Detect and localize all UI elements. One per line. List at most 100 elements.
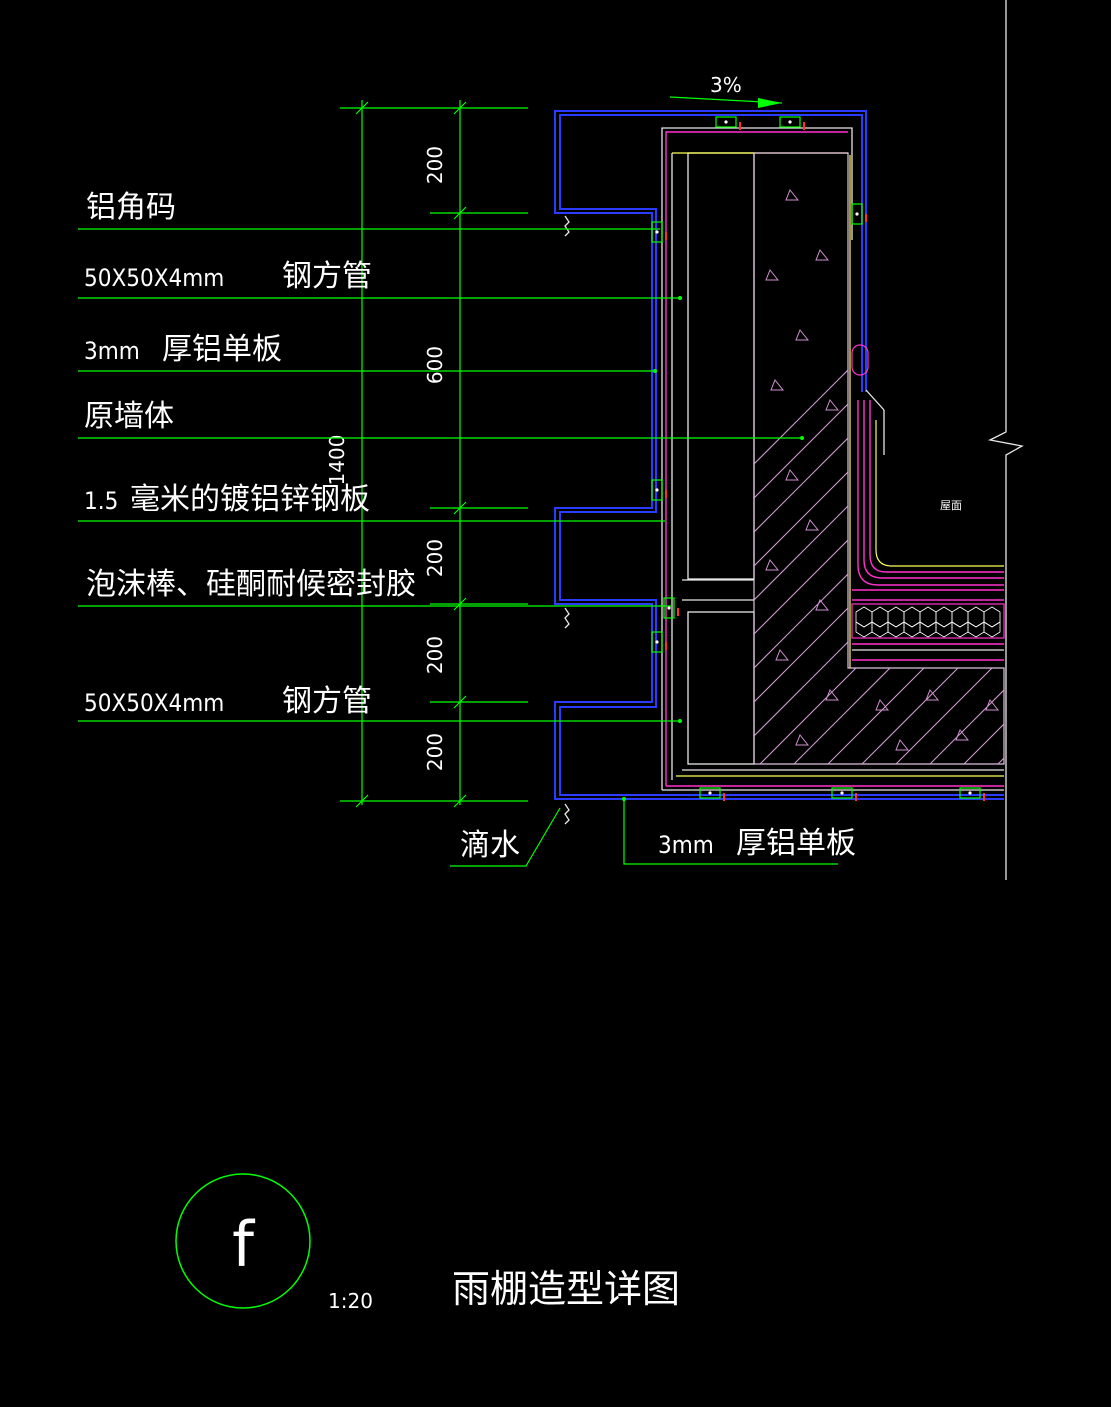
label-roof: 屋面 (940, 499, 962, 512)
wall-aggregate-mark (785, 189, 800, 201)
label-sealant: 泡沫棒、硅酮耐候密封胶 (86, 567, 416, 602)
label-aluminium-angle: 铝角码 (86, 190, 176, 225)
wall-aggregate-mark (925, 689, 940, 701)
clip-bolt (708, 791, 712, 795)
insulation-cell (983, 606, 1001, 628)
label-steel-tube-spec-1: 50X50X4mm (84, 264, 224, 292)
label-steel-tube-2: 钢方管 (282, 684, 372, 719)
wall-aggregate-mark (825, 689, 840, 701)
clip-bolt (724, 120, 728, 124)
wall-aggregate-mark (895, 739, 910, 751)
insulation-cell (983, 621, 1001, 638)
insulation-cell (903, 606, 921, 628)
insulation-cell (871, 621, 889, 638)
wall-aggregate-mark (765, 269, 780, 281)
wall-aggregate-mark (795, 734, 810, 746)
label-original-wall: 原墙体 (84, 399, 174, 434)
label-panel-thickness: 3mm (84, 337, 140, 365)
leader-lines (78, 228, 838, 867)
aluminium-clip (651, 479, 663, 501)
wall-hatch-line (754, 153, 1004, 764)
label-steel-tube-spec-2: 50X50X4mm (84, 689, 224, 717)
roof-layers (851, 344, 1005, 661)
dim-200-top: 200 (423, 146, 447, 184)
slope-label: 3% (710, 73, 742, 97)
wall-aggregate-mark (805, 519, 820, 531)
wall-aggregate-mark (815, 599, 830, 611)
wall-hatch-line (754, 153, 1004, 764)
dim-600: 600 (423, 346, 447, 384)
clip-bolt (968, 791, 972, 795)
callouts: 铝角码 50X50X4mm 钢方管 3mm 厚铝单板 原墙体 1.5 毫米的镀铝… (84, 190, 962, 863)
aluminium-clips (651, 116, 985, 801)
dim-200-mid: 200 (423, 539, 447, 577)
wall-aggregate-mark (815, 249, 830, 261)
steel-sheet-frame (661, 127, 1004, 791)
original-wall (753, 152, 1005, 765)
wall-aggregate-mark (795, 329, 810, 341)
wall-aggregate-mark (825, 399, 840, 411)
wall-aggregate-mark (985, 699, 1000, 711)
wall-hatch-line (759, 153, 1004, 764)
clip-bolt (667, 606, 671, 610)
wall-aggregate-mark (770, 379, 785, 391)
detail-mark-circle (175, 1173, 311, 1309)
dim-200-lower: 200 (423, 636, 447, 674)
insulation-cell (935, 606, 953, 628)
title-block: f 1:20 雨棚造型详图 (175, 1173, 680, 1313)
insulation-cell (887, 606, 905, 628)
label-steel-sheet-thickness: 1.5 (84, 487, 118, 515)
drawing-scale: 1:20 (328, 1289, 373, 1313)
wall-hatch-line (754, 153, 1004, 764)
aluminium-panel-outline (554, 110, 1004, 800)
wall-aggregate-mark (775, 649, 790, 661)
label-steel-sheet: 毫米的镀铝锌钢板 (130, 482, 370, 517)
label-bottom-panel-thickness: 3mm (658, 831, 714, 859)
wall-aggregate-mark (875, 699, 890, 711)
wall-hatch-line (754, 153, 1004, 764)
clip-bolt (855, 212, 859, 216)
clip-bolt (840, 791, 844, 795)
wall-hatch-line (754, 153, 1004, 764)
label-bottom-aluminium-panel: 厚铝单板 (736, 826, 856, 861)
aluminium-clip (651, 221, 663, 243)
dim-total: 1400 (325, 435, 349, 486)
aluminium-clip (663, 597, 675, 619)
detail-mark-letter: f (232, 1208, 256, 1281)
wall-aggregate-mark (765, 559, 780, 571)
wall-aggregate-mark (785, 469, 800, 481)
slope-indicator: 3% (669, 73, 783, 108)
aluminium-clip (715, 116, 737, 128)
wall-hatch-line (861, 153, 1004, 764)
right-border-line (987, 0, 1024, 880)
wall-hatch-line (754, 153, 1004, 764)
insulation-layer (855, 606, 1001, 638)
aluminium-clip (779, 116, 801, 128)
wall-hatch-line (754, 153, 1004, 764)
insulation-cell (855, 621, 873, 638)
aluminium-clip (651, 631, 663, 653)
insulation-cell (935, 621, 953, 638)
insulation-cell (951, 621, 969, 638)
aluminium-clip (699, 787, 721, 799)
insulation-cell (903, 621, 921, 638)
insulation-cell (967, 606, 985, 628)
insulation-cell (871, 606, 889, 628)
insulation-cell (887, 621, 905, 638)
dimension-chain: 200 600 200 200 200 1400 (325, 100, 528, 808)
label-aluminium-panel: 厚铝单板 (162, 332, 282, 367)
wall-aggregate-mark (955, 729, 970, 741)
wall-hatch-line (929, 153, 1004, 764)
insulation-cell (855, 606, 873, 628)
label-steel-tube-1: 钢方管 (282, 259, 372, 294)
clip-bolt (655, 488, 659, 492)
dim-200-bottom: 200 (423, 733, 447, 771)
insulation-cell (919, 621, 937, 638)
insulation-cell (967, 621, 985, 638)
label-drip: 滴水 (460, 828, 520, 863)
insulation-cell (919, 606, 937, 628)
aluminium-clip (959, 787, 981, 799)
drawing-title: 雨棚造型详图 (452, 1267, 680, 1311)
aluminium-clip (831, 787, 853, 799)
